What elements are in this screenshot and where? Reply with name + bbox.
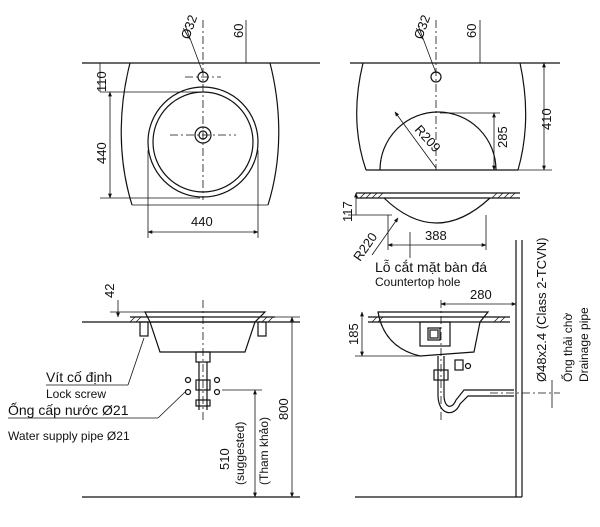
plan-view-left: Ø32 60 110 440 440 [82,13,320,238]
side-bracket [419,321,451,347]
plan-view-right: Ø32 60 R209 285 410 [350,13,560,171]
dim-radius-r209: R209 [412,122,444,155]
p-trap [437,394,514,414]
dim-height-800: 800 [276,398,291,420]
front-bowl [144,311,267,353]
countertop-hole-label-vi: Lỗ cắt mặt bàn đá [375,259,487,275]
dim-hole-diameter: Ø32 [178,13,201,41]
dim-top-42: 42 [102,284,117,298]
drainage-label-vi: Ống thải chờ [560,313,575,382]
dim-hole-offset-right: 60 [464,24,479,38]
supply-pipe-label-en: Water supply pipe Ø21 [8,429,130,443]
countertop-hole-label-en: Countertop hole [375,275,461,289]
side-elevation: 185 280 Ø48x2.4 (Class 2-TCVN) Ống thải … [346,238,591,498]
dim-hole-offset: 60 [231,24,246,38]
suggested-label: (suggested) [233,422,247,485]
tham-khao-label: (Tham khảo) [257,417,271,485]
dim-drain-280: 280 [470,287,492,302]
bowl-arc [379,111,497,171]
counter-hatch-side [371,316,506,323]
dim-supply-height: 510 [217,448,232,470]
drainage-label-en: Drainage pipe [577,307,591,382]
countertop-hatch [359,192,516,199]
dim-width-388: 388 [425,228,447,243]
dim-depth-410: 410 [539,108,554,130]
cutout-bowl [383,197,491,224]
countertop-cutout-section: 117 R220 388 Lỗ cắt mặt bàn đá Counterto… [340,192,520,289]
dim-depth-285: 285 [495,126,510,148]
dim-top-gap: 110 [94,71,109,92]
lock-screw-label-en: Lock screw [46,387,106,401]
lock-screw-left [139,321,149,337]
side-bowl [377,311,490,357]
dim-bowl-height: 440 [94,142,109,164]
counter-hatch-front [129,316,274,323]
dim-bowl-width: 440 [191,214,213,229]
drain-pipe-spec: Ø48x2.4 (Class 2-TCVN) [534,238,549,382]
front-elevation: 42 Vít cố định Lock screw Ống cấp nước Ø… [8,284,300,498]
dim-thickness-117: 117 [340,201,355,222]
lock-screw-label-vi: Vít cố định [46,369,112,385]
lock-screw-right [257,321,267,337]
dim-hole-diameter-right: Ø32 [411,13,434,41]
dim-depth-185: 185 [346,323,361,345]
supply-pipe-label-vi: Ống cấp nước Ø21 [8,401,129,418]
